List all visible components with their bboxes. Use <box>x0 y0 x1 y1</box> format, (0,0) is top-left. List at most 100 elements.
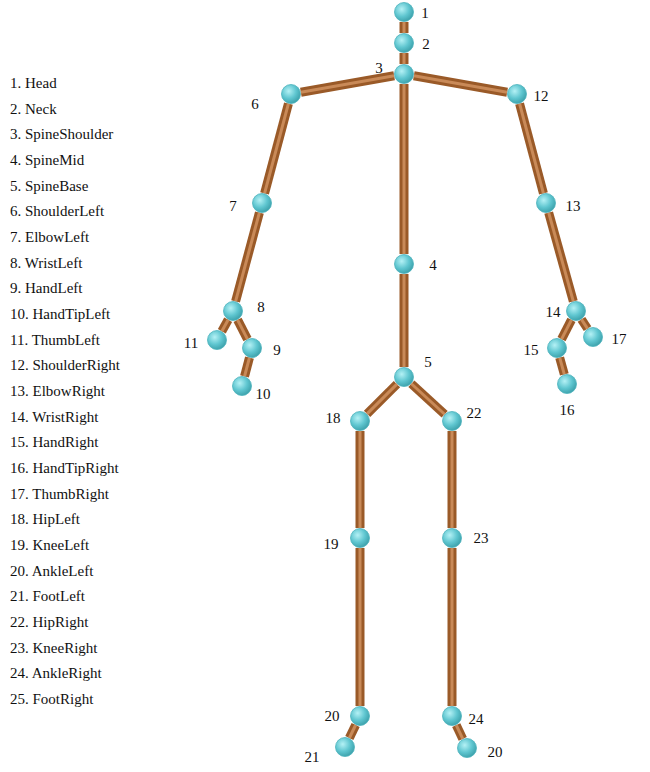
joint-circle <box>282 85 301 104</box>
joint-sphere <box>350 706 370 726</box>
joint-sphere <box>252 193 272 213</box>
joint-node: 4 <box>394 254 414 274</box>
joint-name: 5. SpineBase <box>10 179 88 194</box>
joint-number: 10 <box>256 387 271 402</box>
joint-sphere <box>281 84 301 104</box>
bone-highlight <box>403 274 406 367</box>
joint-sphere <box>232 376 252 396</box>
joint-name: 6. ShoulderLeft <box>10 204 104 219</box>
joint-circle <box>443 529 462 548</box>
bone-connector <box>222 320 228 331</box>
joint-node: 12 <box>507 84 527 104</box>
joint-number: 5 <box>424 355 432 370</box>
joint-name: 8. WristLeft <box>10 256 82 271</box>
bone-connector <box>448 548 457 706</box>
bone-connector <box>265 104 289 194</box>
joint-node: 10 <box>232 376 252 396</box>
joint-number: 8 <box>257 300 265 315</box>
bone-highlight <box>562 320 572 339</box>
bone-connector <box>400 84 409 254</box>
joint-number: 18 <box>326 411 341 426</box>
joint-node: 14 <box>566 301 586 321</box>
bone-connector <box>245 358 250 377</box>
bone-connector <box>356 548 365 706</box>
bone-connector <box>456 725 463 739</box>
bone-highlight <box>245 358 250 377</box>
joint-sphere <box>394 367 414 387</box>
joint-node: 13 <box>536 193 556 213</box>
joint-circle <box>548 339 567 358</box>
joint-sphere <box>335 737 355 757</box>
bone-connector <box>349 725 355 738</box>
joint-node: 16 <box>557 374 577 394</box>
bone-highlight <box>456 725 463 739</box>
joint-node: 17 <box>583 327 603 347</box>
joint-sphere <box>394 2 414 22</box>
joint-name: 1. Head <box>10 76 57 91</box>
bone-highlight <box>222 320 228 331</box>
joint-node: 5 <box>394 367 414 387</box>
joint-name: 4. SpineMid <box>10 153 84 168</box>
bone-connector <box>448 431 457 528</box>
bone-connector <box>400 22 409 33</box>
bone-highlight <box>349 725 355 738</box>
joint-node: 20 <box>350 706 370 726</box>
joint-number: 3 <box>375 61 383 76</box>
joint-number: 12 <box>534 89 549 104</box>
bone-connector <box>549 213 574 302</box>
bone-highlight <box>265 104 289 194</box>
joint-number: 21 <box>305 750 320 765</box>
joint-name: 3. SpineShoulder <box>10 127 113 142</box>
joint-node: 1 <box>394 2 414 22</box>
joint-number: 17 <box>612 332 627 347</box>
bone-highlight <box>451 431 454 528</box>
joint-number: 23 <box>474 531 489 546</box>
joint-node: 6 <box>281 84 301 104</box>
bone-connector <box>562 320 572 339</box>
joint-sphere <box>442 706 462 726</box>
joint-number: 4 <box>429 258 437 273</box>
joint-sphere <box>242 338 262 358</box>
joint-circle <box>567 302 586 321</box>
joint-number: 22 <box>467 406 482 421</box>
joint-name: 11. ThumbLeft <box>10 333 100 348</box>
joint-sphere <box>566 301 586 321</box>
joint-node: 8 <box>223 301 243 321</box>
joint-circle <box>395 368 414 387</box>
joint-name: 12. ShoulderRight <box>10 358 120 373</box>
bone-highlight <box>520 104 544 194</box>
joint-node: 11 <box>207 330 227 350</box>
joint-name: 2. Neck <box>10 102 57 117</box>
joint-sphere <box>457 738 477 758</box>
joint-sphere <box>442 411 462 431</box>
joint-name: 19. KneeLeft <box>10 538 89 553</box>
joint-sphere <box>350 411 370 431</box>
bone-highlight <box>414 76 507 93</box>
joint-sphere <box>583 327 603 347</box>
joint-circle <box>351 707 370 726</box>
joint-circle <box>253 194 272 213</box>
joint-node: 24 <box>442 706 462 726</box>
joint-node: 3 <box>394 64 414 84</box>
joint-node: 23 <box>442 528 462 548</box>
joint-name: 24. AnkleRight <box>10 666 102 681</box>
joint-number: 6 <box>251 97 259 112</box>
joint-node: 9 <box>242 338 262 358</box>
joint-circle <box>243 339 262 358</box>
bone-highlight <box>236 213 260 302</box>
joint-number: 16 <box>560 403 575 418</box>
bone-highlight <box>403 22 406 33</box>
bone-highlight <box>403 53 406 64</box>
bone-connector <box>238 320 248 339</box>
joint-number: 2 <box>422 37 430 52</box>
joint-sphere <box>394 33 414 53</box>
joint-node: 21 <box>335 737 355 757</box>
joint-sphere <box>536 193 556 213</box>
joint-name: 15. HandRight <box>10 435 98 450</box>
joint-circle <box>443 412 462 431</box>
joint-circle <box>508 85 527 104</box>
bone-highlight <box>549 213 574 302</box>
bone-highlight <box>403 84 406 254</box>
bone-highlight <box>560 358 565 375</box>
